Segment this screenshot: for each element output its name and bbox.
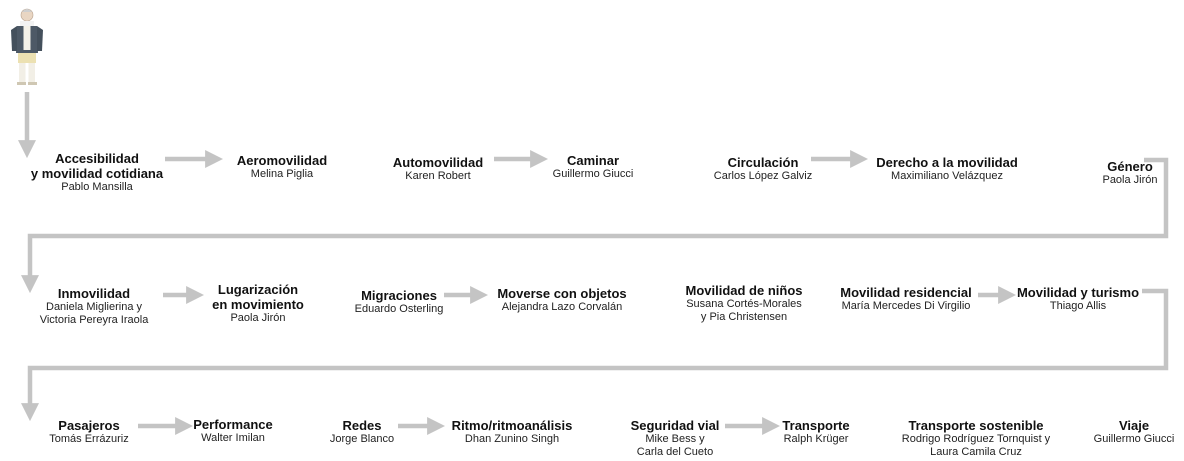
topic-author: Daniela Miglierina y <box>46 301 142 313</box>
topic-title: Circulación <box>727 155 799 170</box>
topic-author: Laura Camila Cruz <box>930 446 1022 458</box>
topic-title: Accesibilidad <box>55 151 139 166</box>
topic-author: y Pia Christensen <box>700 311 788 323</box>
topic-author: Rodrigo Rodríguez Tornquist y <box>901 433 1051 445</box>
topic-author: Paola Jirón <box>1102 174 1158 186</box>
topic-author: Walter Imilan <box>201 432 265 444</box>
topic-title: Movilidad residencial <box>840 285 972 300</box>
topic-title: Seguridad vial <box>630 418 720 433</box>
topic-author: Victoria Pereyra Iraola <box>39 314 149 326</box>
topic-title: Redes <box>342 418 382 433</box>
topic-author: Pablo Mansilla <box>61 181 133 193</box>
connector-loop <box>21 157 1169 294</box>
topic-author: Ralph Krüger <box>783 433 849 445</box>
topic-author: Jorge Blanco <box>329 433 395 445</box>
topic-title: Performance <box>193 417 273 432</box>
topic-title: Movilidad y turismo <box>1016 285 1140 300</box>
topic-title: Aeromovilidad <box>236 153 328 168</box>
topic-title: Ritmo/ritmoanálisis <box>451 418 573 433</box>
topic-author: Melina Piglia <box>250 168 314 180</box>
topic-title: y movilidad cotidiana <box>30 166 164 181</box>
topic-title: Pasajeros <box>58 418 120 433</box>
topic-title: Migraciones <box>361 288 437 303</box>
topic-title: en movimiento <box>212 297 304 312</box>
topic-title: Inmovilidad <box>57 286 131 301</box>
topic-author: Guillermo Giucci <box>552 168 634 180</box>
topic-author: Eduardo Osterling <box>354 303 444 315</box>
topic-title: Transporte <box>782 418 850 433</box>
topic-author: Tomás Errázuriz <box>49 433 129 445</box>
topic-title: Derecho a la movilidad <box>876 155 1018 170</box>
topic-title: Transporte sostenible <box>908 418 1044 433</box>
topic-author: Carlos López Galviz <box>713 170 813 182</box>
man-standing-icon <box>8 6 46 95</box>
topic-title: Moverse con objetos <box>497 286 627 301</box>
topic-title: Viaje <box>1118 418 1150 433</box>
topic-author: Guillermo Giucci <box>1093 433 1175 445</box>
topic-title: Movilidad de niños <box>685 283 803 298</box>
topic-author: Karen Robert <box>405 170 471 182</box>
topic-title: Caminar <box>566 153 620 168</box>
topic-author: Paola Jirón <box>230 312 286 324</box>
topic-author: Alejandra Lazo Corvalán <box>501 301 623 313</box>
topic-author: Mike Bess y <box>645 433 705 445</box>
topic-title: Lugarización <box>217 282 299 297</box>
topic-author: María Mercedes Di Virgilio <box>841 300 971 312</box>
topic-author: Dhan Zunino Singh <box>464 433 560 445</box>
topic-title: Género <box>1107 159 1153 174</box>
topic-author: Susana Cortés-Morales <box>686 298 802 310</box>
topic-author: Maximiliano Velázquez <box>891 170 1003 182</box>
topic-author: Thiago Allis <box>1049 300 1107 312</box>
topic-title: Automovilidad <box>392 155 484 170</box>
topic-author: Carla del Cueto <box>636 446 714 458</box>
connector-arrow <box>21 288 1169 422</box>
